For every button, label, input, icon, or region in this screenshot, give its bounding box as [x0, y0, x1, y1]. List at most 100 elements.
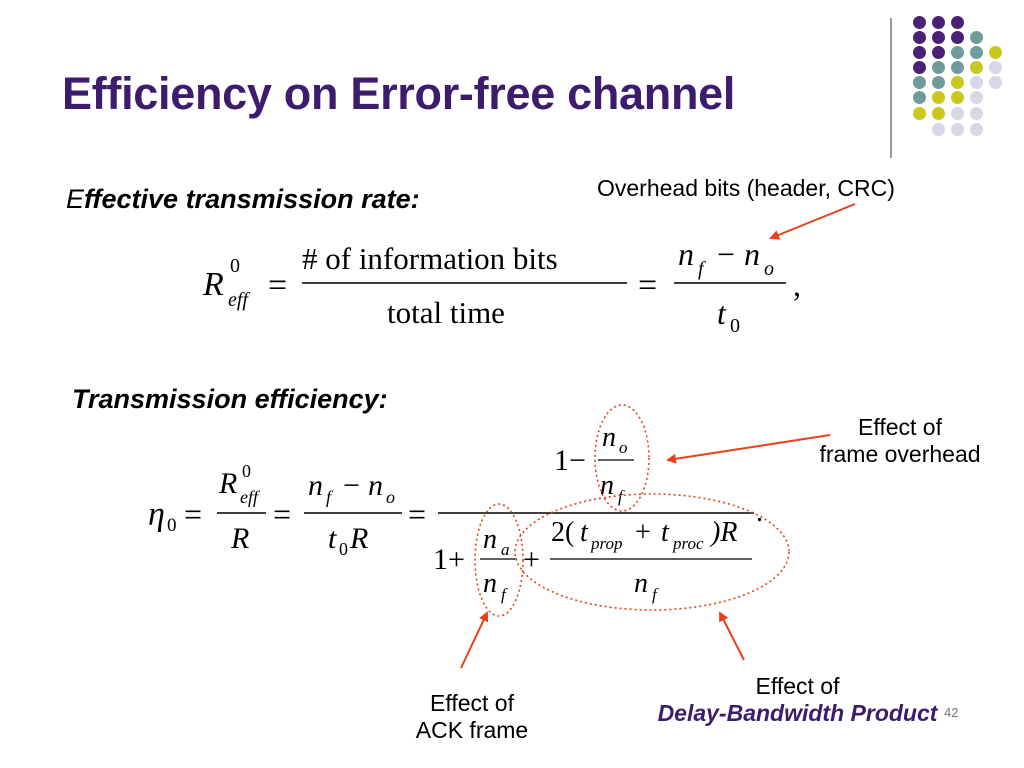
t-subscript-zero: 0: [339, 539, 348, 559]
minus-sign: −: [343, 469, 360, 502]
ack-highlight-ellipse: [474, 503, 524, 617]
dot: [951, 46, 964, 59]
dot: [951, 31, 964, 44]
n-symbol: n: [308, 469, 323, 502]
o-subscript: o: [764, 258, 774, 280]
numerator-words: # of information bits: [302, 241, 558, 276]
plus-sign: +: [523, 543, 540, 576]
R-symbol: R: [218, 467, 237, 500]
dot: [951, 123, 964, 136]
page-number: 42: [944, 705, 959, 720]
effective-rate-heading: Effective transmission rate:: [66, 184, 420, 215]
note-line: ACK frame: [415, 717, 529, 743]
one-plus: 1+: [433, 543, 465, 576]
equals-sign: =: [268, 267, 287, 304]
eta-subscript-zero: 0: [167, 515, 177, 536]
sup-zero: 0: [230, 255, 240, 277]
comma: ,: [793, 267, 801, 303]
dot: [989, 61, 1002, 74]
dot: [913, 31, 926, 44]
effective-rate-equation: R 0 eff = # of information bits total ti…: [202, 236, 801, 337]
dot: [932, 31, 945, 44]
note-line: Effect of: [858, 414, 942, 440]
equals-sign: =: [184, 496, 202, 532]
proc-subscript: proc: [672, 534, 704, 553]
heading-initial: E: [66, 184, 85, 214]
equals-sign: =: [408, 496, 426, 532]
dot: [913, 91, 926, 104]
prop-subscript: prop: [590, 534, 623, 553]
dot: [932, 16, 945, 29]
R-symbol: R: [349, 522, 368, 555]
overhead-bits-note: Overhead bits (header, CRC): [597, 175, 895, 201]
dot: [913, 107, 926, 120]
dot: [989, 76, 1002, 89]
transmission-efficiency-equation: η 0 = R 0 eff R = n f − n o t 0 R = 1− n…: [148, 422, 763, 604]
dot: [932, 46, 945, 59]
delay-bandwidth-highlight-ellipse: [514, 493, 790, 611]
period: .: [756, 497, 763, 528]
dot: [951, 76, 964, 89]
ack-frame-note: Effect of ACK frame: [392, 690, 552, 744]
dot: [932, 91, 945, 104]
t-symbol: t: [717, 295, 727, 331]
equals-sign: =: [273, 496, 291, 532]
f-subscript: f: [618, 487, 625, 506]
t-symbol: t: [328, 522, 337, 555]
ack-frame-arrow: [460, 611, 489, 669]
frame-overhead-arrow: [666, 434, 831, 464]
R-symbol: R: [202, 266, 224, 303]
note-line: Effect of: [430, 690, 514, 716]
f-subscript: f: [501, 585, 508, 604]
heading-rest: ffective transmission rate:: [84, 184, 420, 214]
sup-zero: 0: [242, 461, 251, 481]
f-subscript: f: [698, 258, 706, 280]
equals-sign: =: [638, 267, 657, 304]
dot: [970, 76, 983, 89]
dot: [951, 61, 964, 74]
dot: [970, 91, 983, 104]
overhead-bits-arrow: [769, 203, 856, 240]
dot: [951, 16, 964, 29]
dot: [970, 61, 983, 74]
dot: [951, 91, 964, 104]
a-subscript: a: [501, 540, 510, 559]
o-subscript: o: [386, 487, 395, 507]
dot: [989, 46, 1002, 59]
n-symbol: n: [600, 470, 614, 501]
slide-title: Efficiency on Error-free channel: [62, 68, 736, 119]
decorative-dot-grid: [0, 0, 1024, 150]
dot: [951, 107, 964, 120]
denominator-words: total time: [387, 295, 505, 330]
eff-subscript: eff: [228, 289, 250, 311]
t-symbol: t: [661, 517, 670, 548]
n-symbol: n: [634, 568, 648, 599]
dot: [932, 123, 945, 136]
eta-symbol: η: [148, 496, 165, 533]
title-divider-line: [890, 18, 892, 158]
f-subscript: f: [326, 487, 334, 507]
note-line-emphasis: Delay-Bandwidth Product: [657, 700, 938, 726]
o-subscript: o: [619, 438, 628, 457]
n-symbol: n: [368, 469, 383, 502]
dot: [970, 46, 983, 59]
note-line: Effect of: [755, 673, 840, 699]
eff-subscript: eff: [240, 487, 261, 507]
n-symbol: n: [678, 236, 694, 272]
dot: [970, 31, 983, 44]
dot: [913, 76, 926, 89]
dot: [913, 61, 926, 74]
dot: [970, 107, 983, 120]
close-paren-R: )R: [709, 517, 737, 548]
frame-overhead-note: Effect of frame overhead: [800, 414, 1000, 468]
dot: [932, 61, 945, 74]
t-symbol: t: [580, 517, 589, 548]
overhead-highlight-ellipse: [594, 404, 650, 512]
delay-bandwidth-arrow: [719, 611, 745, 661]
n-symbol: n: [483, 568, 497, 599]
t-subscript-zero: 0: [730, 315, 740, 337]
one-minus: 1−: [554, 444, 586, 477]
n-symbol: n: [602, 422, 616, 453]
two-open-paren: 2(: [551, 517, 574, 548]
